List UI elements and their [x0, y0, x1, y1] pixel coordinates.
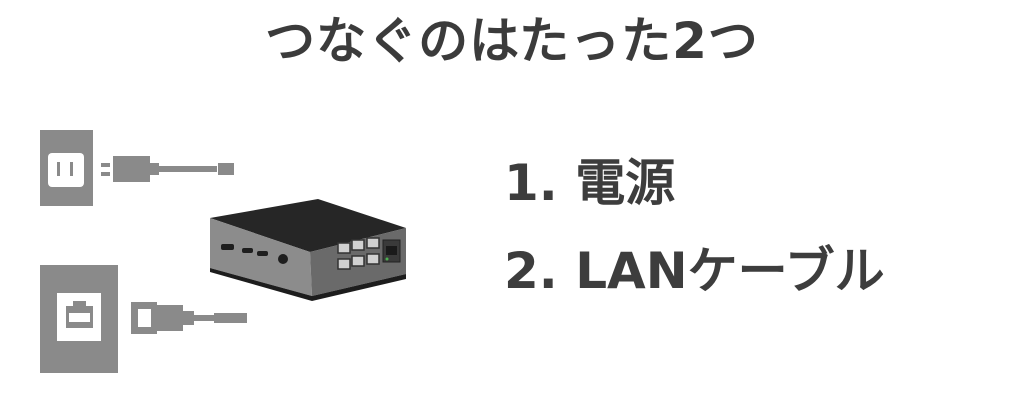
- lan-port-icon: [40, 265, 118, 373]
- power-plug-icon: [101, 156, 234, 182]
- power-outlet-icon: [40, 130, 93, 206]
- list-item-lan-cable: 2. LANケーブル: [504, 242, 885, 300]
- page-title: つなぐのはたった2つ: [265, 12, 759, 70]
- connection-list: 1. 電源 2. LANケーブル: [504, 158, 885, 296]
- raspberry-pi-case-icon: [210, 199, 406, 301]
- connection-illustration: [40, 130, 406, 373]
- list-item-power: 1. 電源: [504, 154, 676, 212]
- lan-plug-icon: [131, 302, 247, 334]
